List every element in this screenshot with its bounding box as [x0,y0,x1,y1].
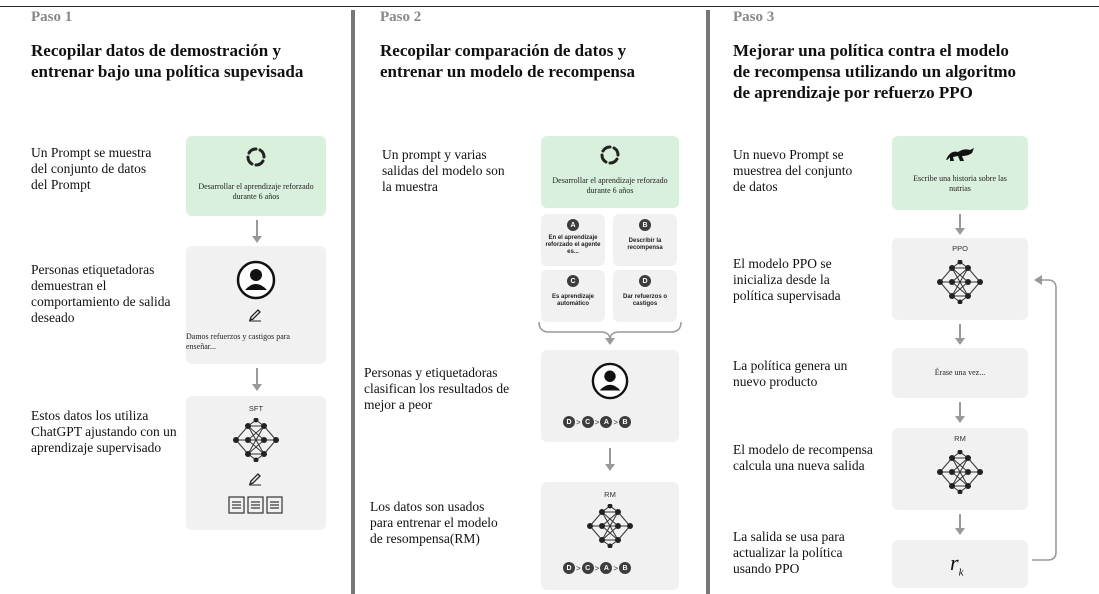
option-d-badge: D [639,275,651,287]
sft-label: SFT [248,404,264,413]
option-b-text: Describir la recompensa [627,238,663,251]
neural-network-icon [233,418,279,462]
step2-title: Recopilar comparación de datos y entrena… [380,41,635,81]
step1-desc-2: Personas etiquetadoras demuestran el com… [31,262,171,325]
rm-label: RM [954,434,966,443]
greater-than-symbol: > [594,417,600,427]
option-a-badge: A [567,219,579,231]
ranking-order: D > C > A > B [563,562,632,574]
step2-rm-card: RM D > C > A > B [541,482,679,590]
reward-value: rk [950,550,963,578]
option-c-text: Es aprendizaje automático [551,294,595,307]
step3-desc-4: El modelo de recompensa calcula una nuev… [733,442,873,473]
step1-arrow-1-line [256,220,258,236]
greater-than-symbol: > [576,563,581,573]
step3-label: Paso 3 [733,9,775,25]
greater-than-symbol: > [613,417,619,427]
step2-desc-2: Personas y etiquetadoras clasifican los … [364,365,510,412]
step3-rm-card: RM [892,428,1028,510]
option-card-b: B Describir la recompensa [613,214,677,266]
step1-demo-card: Damos refuerzos y castigos para enseñar.… [186,246,326,364]
rank-3-badge: A [600,416,613,428]
neural-network-icon [937,450,983,494]
option-c-badge: C [567,275,579,287]
step2-arrow-head [605,464,615,471]
neural-network-icon [587,504,633,548]
reward-symbol: r [950,550,959,575]
reward-subscript: k [958,566,964,579]
step2-ranking-card: D > C > A > B [541,350,679,442]
column-divider-2 [706,10,710,594]
feedback-loop-arrow [1032,275,1057,561]
rank-2-badge: C [581,416,594,428]
option-card-c: C Es aprendizaje automático [541,270,605,322]
rank-4-badge: B [619,562,632,574]
greater-than-symbol: > [594,563,600,573]
top-border [0,6,1099,7]
step1-desc-1: Un Prompt se muestra del conjunto de dat… [31,145,152,192]
step1-arrow-2-head [252,384,262,391]
step3-desc-2: El modelo PPO se inicializa desde la pol… [733,256,841,303]
greater-than-symbol: > [613,563,619,573]
options-bracket [538,321,682,345]
step3-arrow-3-head [955,416,965,423]
step2-arrow-line [609,448,611,464]
rank-2-badge: C [581,562,594,574]
recycle-icon [246,147,266,167]
option-a-text: En el aprendizaje reforzado el agente es… [545,235,601,255]
step2-label: Paso 2 [380,9,422,25]
step3-arrow-2-head [955,338,965,345]
step3-desc-1: Un nuevo Prompt se muestrea del conjunto… [733,147,853,194]
rank-4-badge: B [619,416,632,428]
ranking-order: D > C > A > B [563,416,632,428]
step3-arrow-1-line [959,214,961,228]
step3-prompt-text: Escribe una historia sobre las nutrias [913,174,1007,193]
step1-desc-3: Estos datos los utiliza ChatGPT ajustand… [31,408,177,455]
step3-ppo-card: PPO [892,238,1028,320]
step1-title: Recopilar datos de demostración y entren… [31,41,304,81]
step1-prompt-card: Desarrollar el aprendizaje reforzado dur… [186,136,326,216]
rank-1-badge: D [563,562,575,574]
documents-icon [228,496,283,514]
option-b-badge: B [639,219,651,231]
option-card-d: D Dar refuerzos o castigos [613,270,677,322]
rank-1-badge: D [563,416,575,428]
step2-desc-3: Los datos son usados para entrenar el mo… [370,499,498,546]
step1-label: Paso 1 [31,9,73,25]
step2-prompt-card: Desarrollar el aprendizaje reforzado dur… [541,136,679,208]
step1-sft-card: SFT [186,396,326,530]
step3-arrow-1-head [955,228,965,235]
pencil-icon [248,309,261,322]
step3-arrow-4-head [955,528,965,535]
step3-output-card: Érase una vez... [892,348,1028,398]
person-icon [236,260,276,300]
step2-desc-1: Un prompt y varias salidas del modelo so… [382,147,505,194]
neural-network-icon [937,260,983,304]
step3-arrow-4-line [959,514,961,528]
step3-output-text: Érase una vez... [934,368,986,377]
pencil-icon [248,473,261,486]
step3-arrow-3-line [959,402,961,416]
recycle-icon [600,145,620,165]
step3-prompt-card: Escribe una historia sobre las nutrias [892,136,1028,210]
step3-desc-3: La política genera un nuevo producto [733,358,848,389]
rm-label: RM [604,490,616,499]
rank-3-badge: A [600,562,613,574]
step3-arrow-2-line [959,324,961,338]
step2-prompt-text: Desarrollar el aprendizaje reforzado dur… [552,176,668,195]
step1-arrow-2-line [256,368,258,384]
step3-reward-card: rk [892,540,1028,588]
ppo-label: PPO [952,244,968,253]
step1-arrow-1-head [252,236,262,243]
column-divider-1 [351,10,355,594]
step3-title: Mejorar una política contra el modelo de… [733,41,1017,102]
step1-prompt-text: Desarrollar el aprendizaje reforzado dur… [198,182,314,201]
option-d-text: Dar refuerzos o castigos [622,294,667,307]
step3-desc-5: La salida se usa para actualizar la polí… [733,529,845,576]
option-card-a: A En el aprendizaje reforzado el agente … [541,214,605,266]
person-icon [591,362,629,400]
greater-than-symbol: > [576,417,581,427]
otter-icon [946,148,974,161]
step1-demo-text: Damos refuerzos y castigos para enseñar.… [186,332,290,351]
